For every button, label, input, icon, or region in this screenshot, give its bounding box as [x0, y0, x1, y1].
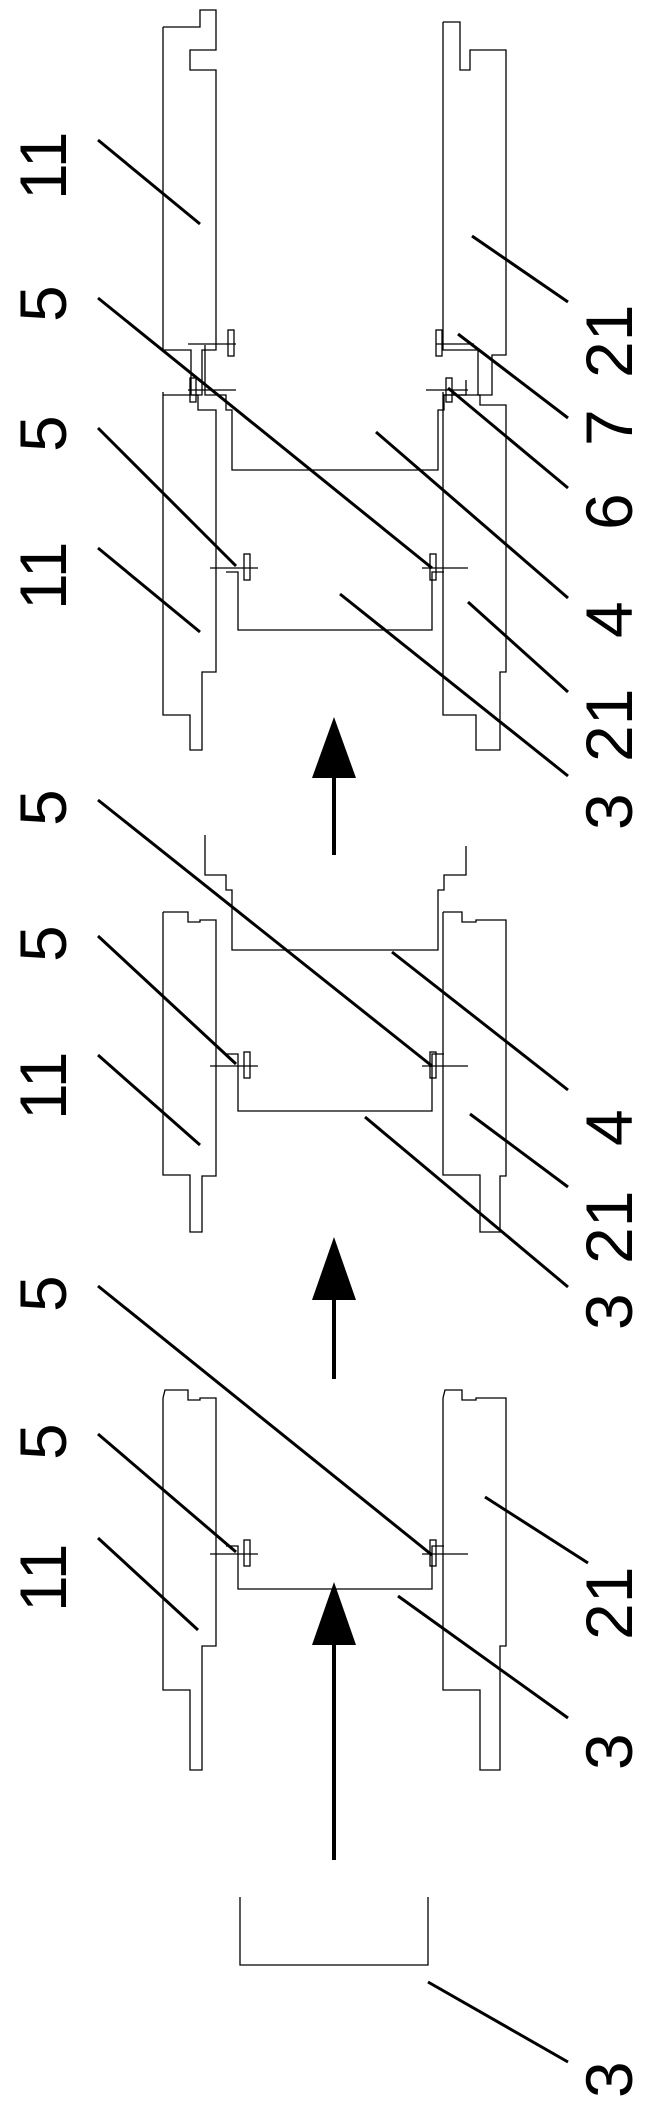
arrow-up-3: [312, 717, 356, 855]
leader-5-upper-stage3: [97, 798, 433, 1068]
label-5-upper-stage3: 5: [6, 789, 80, 826]
label-11-lower-stage4: 11: [6, 541, 80, 610]
arrow-up-2: [312, 1237, 356, 1379]
leader-6-stage4: [447, 386, 569, 490]
label-21-stage3: 21: [572, 1191, 646, 1264]
leader-11-upper-stage4: [97, 138, 201, 226]
label-21-upper-stage4: 21: [572, 305, 646, 378]
label-11-stage2: 11: [6, 1543, 80, 1612]
label-3-stage2: 3: [572, 1733, 646, 1770]
stage-4-panel-21-upper: [442, 21, 507, 396]
leader-3-stage4: [339, 592, 569, 778]
leader-5-upper-stage2: [97, 1284, 433, 1557]
label-5-lower-stage4: 5: [6, 415, 80, 452]
leader-11-stage3: [97, 1053, 201, 1147]
leader-4-stage4: [375, 430, 569, 600]
arrow-up-1: [312, 1582, 356, 1860]
leader-21-upper-stage4: [471, 234, 569, 304]
stage-4-panel-21-lower: [442, 392, 507, 751]
label-21-stage2: 21: [572, 1567, 646, 1640]
leader-3-stage2: [397, 1594, 569, 1720]
leader-5-lower-stage3: [96, 934, 238, 1066]
label-7-stage4: 7: [572, 409, 646, 446]
label-5-upper-stage2: 5: [6, 1275, 80, 1312]
stage-2-panel-21: [442, 1389, 507, 1771]
stage-4-fasteners: [188, 329, 474, 581]
leader-11-stage2: [96, 1536, 200, 1632]
leader-5-upper-stage4: [97, 296, 433, 570]
label-11-stage3: 11: [6, 1051, 80, 1120]
stage-4-panel-11-lower: [162, 392, 217, 751]
leader-3-stage3: [364, 1115, 569, 1289]
stage-4-channel-4: [204, 345, 467, 471]
leader-21-lower-stage4: [466, 600, 570, 694]
leader-21-stage2: [484, 1495, 589, 1565]
label-3-stage1: 3: [572, 2061, 646, 2098]
stage-2-channel-3: [226, 1545, 444, 1590]
stage-3-channel-3: [226, 1053, 444, 1112]
leader-4-stage3: [391, 950, 569, 1092]
leader-5-lower-stage2: [97, 1432, 237, 1554]
leader-7-stage4: [457, 332, 569, 420]
labels: 3 5 5 11 21 3 5 5 11 4 21 3 11 5 5 11 21…: [6, 131, 646, 2098]
stage-3-channel-4: [204, 835, 467, 951]
label-5-lower-stage2: 5: [6, 1423, 80, 1460]
leader-21-stage3: [469, 1112, 569, 1189]
label-3-stage4: 3: [572, 793, 646, 830]
label-3-stage3: 3: [572, 1293, 646, 1330]
stage-1-channel-piece: [239, 1897, 429, 1966]
label-6-stage4: 6: [572, 493, 646, 530]
label-4-stage3: 4: [572, 1109, 646, 1146]
stage-3-panel-11: [162, 911, 217, 1233]
label-11-upper-stage4: 11: [6, 131, 80, 200]
label-4-stage4: 4: [572, 601, 646, 638]
label-5-lower-stage3: 5: [6, 925, 80, 962]
leader-3-stage1: [427, 1980, 569, 2064]
leader-5-lower-stage4: [96, 426, 238, 568]
label-21-lower-stage4: 21: [572, 689, 646, 762]
stage-4-panel-11-upper: [162, 9, 217, 396]
stage-2-panel-11: [162, 1389, 217, 1771]
leader-11-lower-stage4: [97, 546, 201, 634]
stage-3-panel-21: [442, 911, 507, 1233]
label-5-upper-stage4: 5: [6, 285, 80, 322]
stage-4-channel-3: [226, 571, 444, 631]
